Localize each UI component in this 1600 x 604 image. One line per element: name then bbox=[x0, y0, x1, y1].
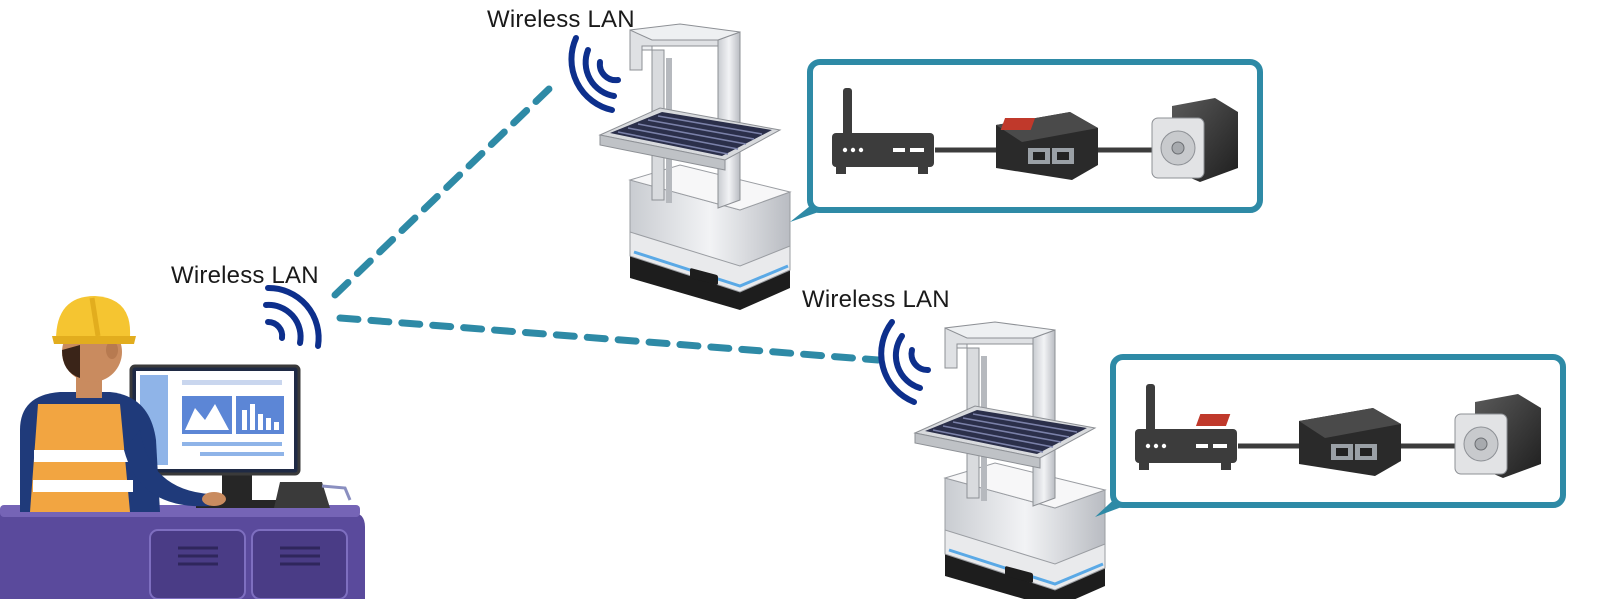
callout-right bbox=[1095, 354, 1566, 517]
stepping-motor-icon bbox=[1454, 394, 1541, 478]
callout-top bbox=[790, 59, 1263, 222]
agv-mobile-robot-icon bbox=[913, 320, 1107, 604]
wireless-lan-label-right: Wireless LAN bbox=[802, 286, 950, 313]
wireless-router-icon bbox=[1135, 384, 1237, 470]
link-to-robot-top bbox=[331, 84, 554, 299]
link-to-robot-right bbox=[336, 314, 882, 364]
wireless-lan-label-left: Wireless LAN bbox=[171, 262, 319, 289]
wireless-lan-label-top: Wireless LAN bbox=[487, 6, 635, 33]
wifi-waves-icon bbox=[568, 35, 621, 113]
wifi-waves-icon bbox=[263, 284, 322, 349]
worker-at-pc-icon bbox=[0, 296, 365, 600]
wifi-waves-icon bbox=[878, 319, 931, 405]
motor-driver-icon bbox=[1195, 408, 1401, 476]
motor-driver-icon bbox=[996, 112, 1098, 180]
wireless-router-icon bbox=[832, 88, 934, 174]
agv-mobile-robot-icon bbox=[598, 22, 792, 312]
stepping-motor-icon bbox=[1151, 98, 1238, 182]
